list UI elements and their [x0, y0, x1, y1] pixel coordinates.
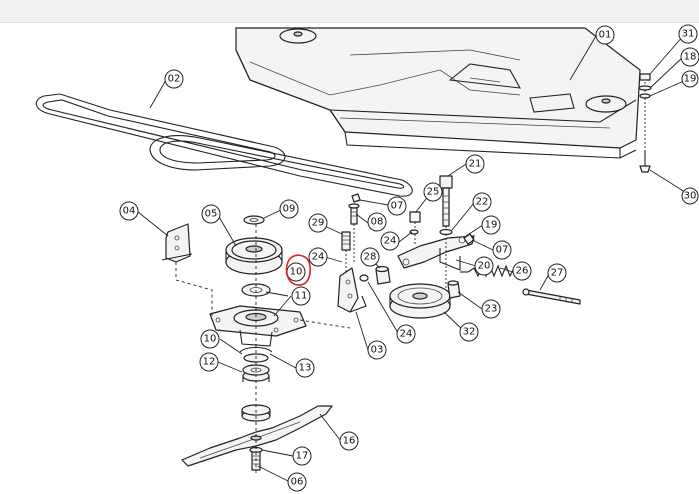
svg-text:23: 23 — [485, 304, 498, 315]
callout-06: 06 — [287, 472, 307, 492]
callout-12: 12 — [199, 352, 219, 372]
svg-text:04: 04 — [123, 206, 136, 217]
callout-04: 04 — [119, 201, 139, 221]
callout-07b: 07 — [492, 240, 512, 260]
callout-13: 13 — [295, 358, 315, 378]
callout-05: 05 — [201, 204, 221, 224]
callout-16: 16 — [339, 431, 359, 451]
callout-09: 09 — [279, 199, 299, 219]
svg-text:30: 30 — [684, 191, 697, 202]
svg-text:31: 31 — [682, 29, 695, 40]
svg-text:01: 01 — [599, 30, 612, 41]
svg-text:24: 24 — [400, 329, 413, 340]
callout-19-idler: 19 — [481, 215, 501, 235]
viewer-top-bar — [0, 0, 699, 23]
callout-07a: 07 — [387, 196, 407, 216]
svg-text:09: 09 — [283, 204, 296, 215]
callout-01: 01 — [595, 25, 615, 45]
part-deck — [235, 27, 641, 159]
svg-text:32: 32 — [463, 327, 476, 338]
callout-11: 11 — [291, 286, 311, 306]
part-spindle-housing-11 — [209, 305, 307, 347]
svg-text:19: 19 — [684, 74, 697, 85]
callout-03: 03 — [367, 340, 387, 360]
callout-26: 26 — [512, 261, 532, 281]
svg-text:06: 06 — [291, 477, 304, 488]
part-rod-27 — [522, 288, 581, 305]
svg-text:29: 29 — [312, 218, 325, 229]
svg-text:10: 10 — [204, 334, 217, 345]
callout-02: 02 — [164, 69, 184, 89]
svg-text:10: 10 — [290, 267, 303, 278]
svg-text:19: 19 — [485, 220, 498, 231]
part-idler-arm-20 — [397, 235, 475, 271]
part-belt — [35, 93, 413, 197]
part-bushing-23 — [447, 280, 461, 299]
part-nut-24 — [359, 274, 369, 282]
svg-text:20: 20 — [478, 261, 491, 272]
svg-text:24: 24 — [384, 236, 397, 247]
part-spacer-28 — [375, 265, 391, 285]
part-bolt-08 — [348, 203, 360, 225]
callout-18: 18 — [680, 47, 699, 67]
svg-text:03: 03 — [371, 345, 384, 356]
callout-32: 32 — [459, 322, 479, 342]
part-idler-pulley-32 — [389, 283, 451, 319]
part-idler-bracket-03 — [337, 267, 367, 313]
callout-28: 28 — [360, 247, 380, 267]
callout-leaders — [137, 34, 689, 482]
callout-20: 20 — [474, 256, 494, 276]
svg-text:17: 17 — [296, 451, 309, 462]
part-bearing-12 — [242, 364, 270, 382]
callout-10-highlighted: 10 — [285, 254, 312, 286]
part-deck-hardware — [638, 73, 652, 173]
callout-23: 23 — [481, 299, 501, 319]
callout-31: 31 — [678, 24, 698, 44]
svg-text:22: 22 — [476, 197, 489, 208]
svg-text:26: 26 — [516, 266, 529, 277]
svg-text:25: 25 — [427, 187, 440, 198]
part-bolt-07a — [351, 193, 361, 203]
svg-text:07: 07 — [496, 245, 509, 256]
svg-text:05: 05 — [205, 209, 218, 220]
part-washer-22 — [439, 228, 453, 236]
svg-text:07: 07 — [391, 201, 404, 212]
callout-19-right: 19 — [681, 70, 699, 88]
svg-text:27: 27 — [551, 268, 564, 279]
callout-24-mid: 24 — [380, 231, 400, 251]
callout-08: 08 — [367, 212, 387, 232]
svg-text:21: 21 — [469, 159, 482, 170]
svg-text:24: 24 — [312, 252, 325, 263]
callout-22: 22 — [472, 192, 492, 212]
svg-text:08: 08 — [371, 217, 384, 228]
callout-29: 29 — [308, 213, 328, 233]
part-bolt-21 — [439, 175, 453, 227]
callout-30: 30 — [681, 187, 699, 205]
part-bolt-29 — [341, 231, 351, 251]
part-nut-25 — [409, 211, 421, 223]
callout-24-low: 24 — [396, 324, 416, 344]
part-washer-09 — [243, 215, 265, 225]
svg-text:16: 16 — [343, 436, 356, 447]
part-bolt-07b — [463, 233, 475, 245]
svg-text:13: 13 — [299, 363, 312, 374]
callout-21: 21 — [465, 154, 485, 174]
callout-27: 27 — [547, 263, 567, 283]
callout-25: 25 — [423, 182, 443, 202]
svg-text:18: 18 — [684, 52, 697, 63]
svg-text:02: 02 — [168, 74, 181, 85]
svg-text:28: 28 — [364, 252, 377, 263]
part-bracket-04 — [161, 223, 193, 263]
callout-24-left: 24 — [308, 247, 328, 267]
part-circlip-13 — [239, 346, 273, 353]
svg-text:12: 12 — [203, 357, 216, 368]
callout-10-lower: 10 — [200, 329, 220, 349]
part-blade-16 — [181, 405, 333, 467]
callout-17: 17 — [292, 446, 312, 466]
part-pulley-05 — [225, 237, 283, 275]
svg-text:11: 11 — [295, 291, 308, 302]
